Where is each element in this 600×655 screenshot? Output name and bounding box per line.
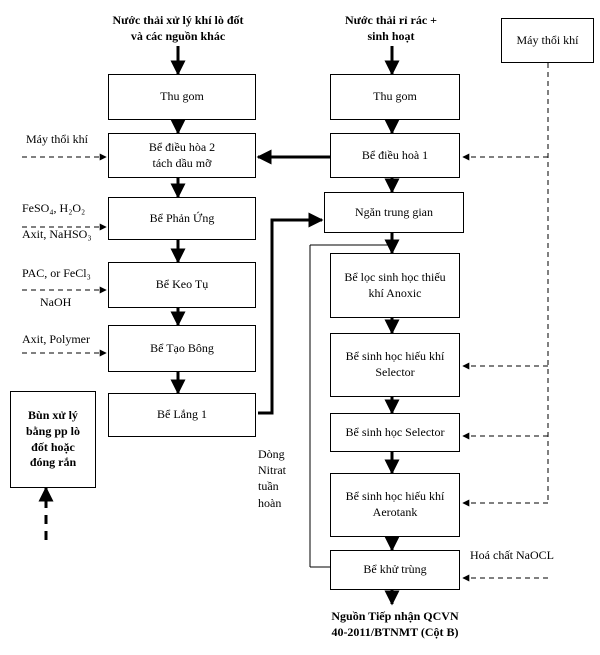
chem-floc-label: Axit, Polymer [22, 332, 90, 346]
left-blower-label: Máy thổi khí [26, 132, 88, 146]
box-keo-tu: Bể Keo Tụ [108, 262, 256, 308]
box-sludge: Bùn xử lý bằng pp lò đốt hoặc đóng rắn [10, 391, 96, 488]
box-dieu-hoa-1-label: Bể điều hoà 1 [361, 147, 429, 162]
arrow-lang1-to-ngan [258, 212, 324, 415]
box-sludge-label: Bùn xử lý bằng pp lò đốt hoặc đóng rắn [25, 408, 81, 470]
box-khu-trung-label: Bể khử trùng [363, 562, 427, 577]
box-selector-hieu-khi-label: Bể sinh học hiếu khí Selector [345, 349, 445, 379]
box-may-thoi-khi-label: Máy thổi khí [516, 32, 579, 47]
box-thu-gom-right-label: Thu gom [373, 89, 417, 104]
chem-coag-1-label: PAC, or FeCl₃ [22, 266, 91, 280]
left-source-label: Nước thải xử lý khí lò đốt và các nguồn … [112, 13, 244, 44]
box-may-thoi-khi: Máy thổi khí [501, 18, 594, 63]
box-thu-gom-right: Thu gom [330, 74, 460, 120]
box-aerotank-label: Bể sinh học hiếu khí Aerotank [345, 489, 445, 519]
nitrate-recirculation-label: Dòng Nitrat tuần hoàn [258, 447, 286, 510]
box-selector: Bể sinh học Selector [330, 413, 460, 452]
box-tao-bong: Bể Tạo Bông [108, 325, 256, 372]
box-thu-gom-left: Thu gom [108, 74, 256, 120]
box-lang-1: Bể Lắng 1 [108, 393, 256, 437]
chem-coag-2-label: NaOH [40, 295, 72, 309]
box-ngan-trung-gian: Ngăn trung gian [324, 192, 464, 233]
box-phan-ung-label: Bể Phản Ứng [149, 210, 215, 225]
box-ngan-trung-gian-label: Ngăn trung gian [355, 204, 433, 219]
chem-reaction-2-label: Axit, NaHSO₃ [22, 227, 92, 241]
box-dieu-hoa-2-label: Bể điều hòa 2 tách dầu mỡ [148, 139, 216, 170]
box-selector-label: Bể sinh học Selector [345, 424, 445, 439]
box-lang-1-label: Bể Lắng 1 [157, 407, 207, 422]
right-source-label: Nước thải rỉ rác + sinh hoạt [345, 13, 437, 44]
naocl-label: Hoá chất NaOCL [470, 548, 554, 562]
box-phan-ung: Bể Phản Ứng [108, 197, 256, 240]
box-anoxic: Bể lọc sinh học thiếu khí Anoxic [330, 253, 460, 318]
box-keo-tu-label: Bể Keo Tụ [155, 277, 209, 292]
box-aerotank: Bể sinh học hiếu khí Aerotank [330, 473, 460, 537]
box-khu-trung: Bể khử trùng [330, 550, 460, 590]
box-thu-gom-left-label: Thu gom [160, 89, 204, 104]
box-tao-bong-label: Bể Tạo Bông [150, 340, 214, 355]
box-dieu-hoa-2: Bể điều hòa 2 tách dầu mỡ [108, 133, 256, 178]
box-selector-hieu-khi: Bể sinh học hiếu khí Selector [330, 333, 460, 397]
discharge-label: Nguồn Tiếp nhận QCVN 40-2011/BTNMT (Cột … [331, 609, 459, 640]
box-anoxic-label: Bể lọc sinh học thiếu khí Anoxic [344, 269, 446, 300]
box-dieu-hoa-1: Bể điều hoà 1 [330, 133, 460, 178]
chem-reaction-1-label: FeSO₄, H₂O₂ [22, 201, 86, 215]
